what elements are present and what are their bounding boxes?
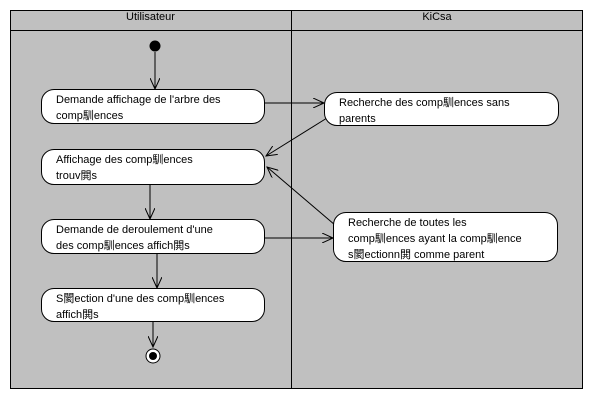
activity-label-line: Demande affichage de l'arbre des <box>56 94 221 106</box>
activity-label-line: S閡ection d'une des comp馴ences <box>56 293 225 305</box>
activity-label-line: Recherche de toutes les <box>348 217 467 229</box>
swimlane-utilisateur <box>10 10 292 389</box>
activity-recherche-sans-parents: Recherche des comp馴ences sans parents <box>324 92 559 126</box>
activity-label-line: comp馴ences <box>56 110 124 122</box>
activity-demande-deroulement: Demande de deroulement d'une des comp馴en… <box>41 219 265 254</box>
initial-node <box>149 40 161 52</box>
activity-selection: S閡ection d'une des comp馴ences affich閧s <box>41 288 265 322</box>
flow-recherche-toutes-to-affichage <box>267 167 336 226</box>
swimlane-kicsa <box>291 10 583 389</box>
flow-recherche-sans-parents-to-affichage <box>266 117 328 156</box>
activity-label-line: s閡ectionn閧 comme parent <box>348 249 485 261</box>
activity-label-line: Recherche des comp馴ences sans <box>339 97 510 109</box>
activity-label-line: Demande de deroulement d'une <box>56 224 213 236</box>
lane-title-kicsa: KiCsa <box>422 11 452 23</box>
activity-label-line: parents <box>339 113 376 125</box>
activity-recherche-toutes: Recherche de toutes les comp馴ences ayant… <box>333 212 558 262</box>
activity-label-line: Affichage des comp馴ences <box>56 154 193 166</box>
final-node-core <box>149 352 157 360</box>
activity-label-line: affich閧s <box>56 309 99 321</box>
lane-title-utilisateur: Utilisateur <box>126 11 175 23</box>
activity-affichage-competences: Affichage des comp馴ences trouv閧s <box>41 149 265 185</box>
activity-label-line: des comp馴ences affich閧s <box>56 240 190 252</box>
activity-demande-affichage: Demande affichage de l'arbre des comp馴en… <box>41 89 265 124</box>
activity-label-line: comp馴ences ayant la comp馴ence <box>348 233 522 245</box>
activity-label-line: trouv閧s <box>56 170 97 182</box>
